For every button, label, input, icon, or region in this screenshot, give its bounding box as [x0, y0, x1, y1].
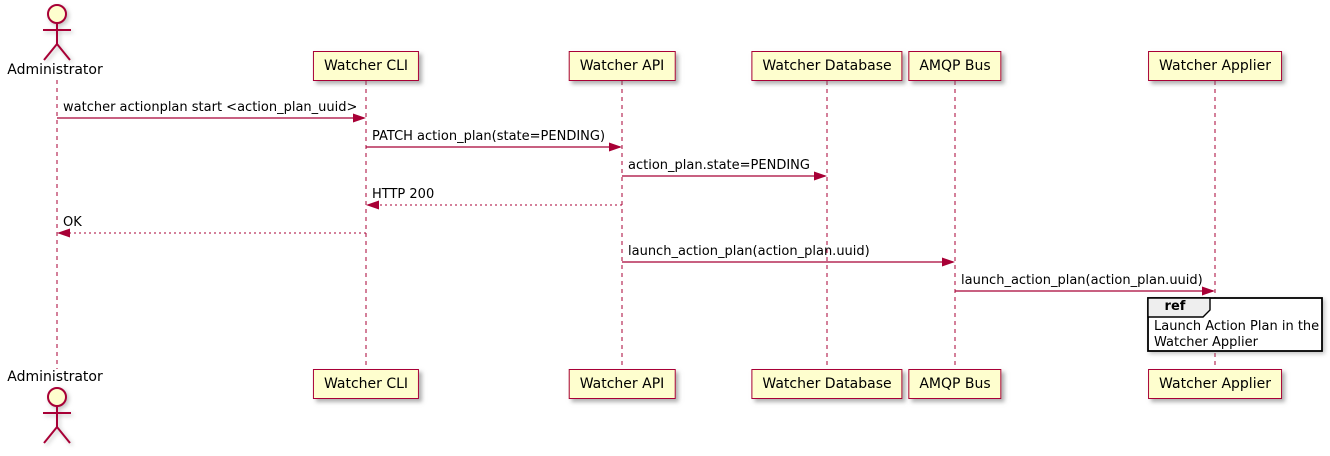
ref-text-line-1: Launch Action Plan in the — [1154, 319, 1320, 334]
participant-box-watcher-api-top: Watcher API — [568, 51, 676, 81]
actor-figure-bottom — [43, 387, 71, 444]
message-arrowhead-1 — [353, 113, 366, 123]
participant-box-watcher-cli-bottom: Watcher CLI — [312, 369, 420, 399]
actor-figure-top — [43, 4, 71, 61]
message-label-3: action_plan.state=PENDING — [628, 158, 810, 173]
message-label-5: OK — [63, 215, 82, 230]
actor-label-bottom: Administrator — [7, 369, 103, 385]
message-arrowhead-3 — [814, 171, 827, 181]
participant-box-amqp-bus-bottom: AMQP Bus — [908, 369, 1002, 399]
message-arrowhead-4 — [366, 200, 379, 210]
ref-fragment — [1147, 297, 1323, 352]
participant-box-amqp-bus-top: AMQP Bus — [908, 51, 1002, 81]
actor-leg-left — [43, 43, 58, 61]
message-label-6: launch_action_plan(action_plan.uuid) — [628, 244, 870, 259]
actor-leg-right — [56, 426, 71, 444]
message-label-4: HTTP 200 — [372, 187, 435, 202]
message-arrowhead-6 — [942, 257, 955, 267]
participant-box-watcher-applier-bottom: Watcher Applier — [1148, 369, 1282, 399]
participant-box-watcher-api-bottom: Watcher API — [568, 369, 676, 399]
ref-header-tab — [1147, 297, 1211, 318]
message-arrowhead-5 — [57, 228, 70, 238]
participant-box-watcher-cli-top: Watcher CLI — [312, 51, 420, 81]
message-arrowhead-2 — [609, 142, 622, 152]
actor-label-top: Administrator — [7, 62, 103, 78]
message-label-2: PATCH action_plan(state=PENDING) — [372, 129, 606, 144]
message-label-1: watcher actionplan start <action_plan_uu… — [63, 100, 358, 115]
actor-leg-left — [43, 426, 58, 444]
participant-box-watcher-database-top: Watcher Database — [751, 51, 903, 81]
participant-box-watcher-database-bottom: Watcher Database — [751, 369, 903, 399]
actor-leg-right — [56, 43, 71, 61]
message-arrowhead-7 — [1202, 286, 1215, 296]
ref-keyword: ref — [1164, 299, 1186, 314]
message-label-7: launch_action_plan(action_plan.uuid) — [961, 273, 1203, 288]
ref-text-line-2: Watcher Applier — [1154, 335, 1258, 350]
participant-box-watcher-applier-top: Watcher Applier — [1148, 51, 1282, 81]
